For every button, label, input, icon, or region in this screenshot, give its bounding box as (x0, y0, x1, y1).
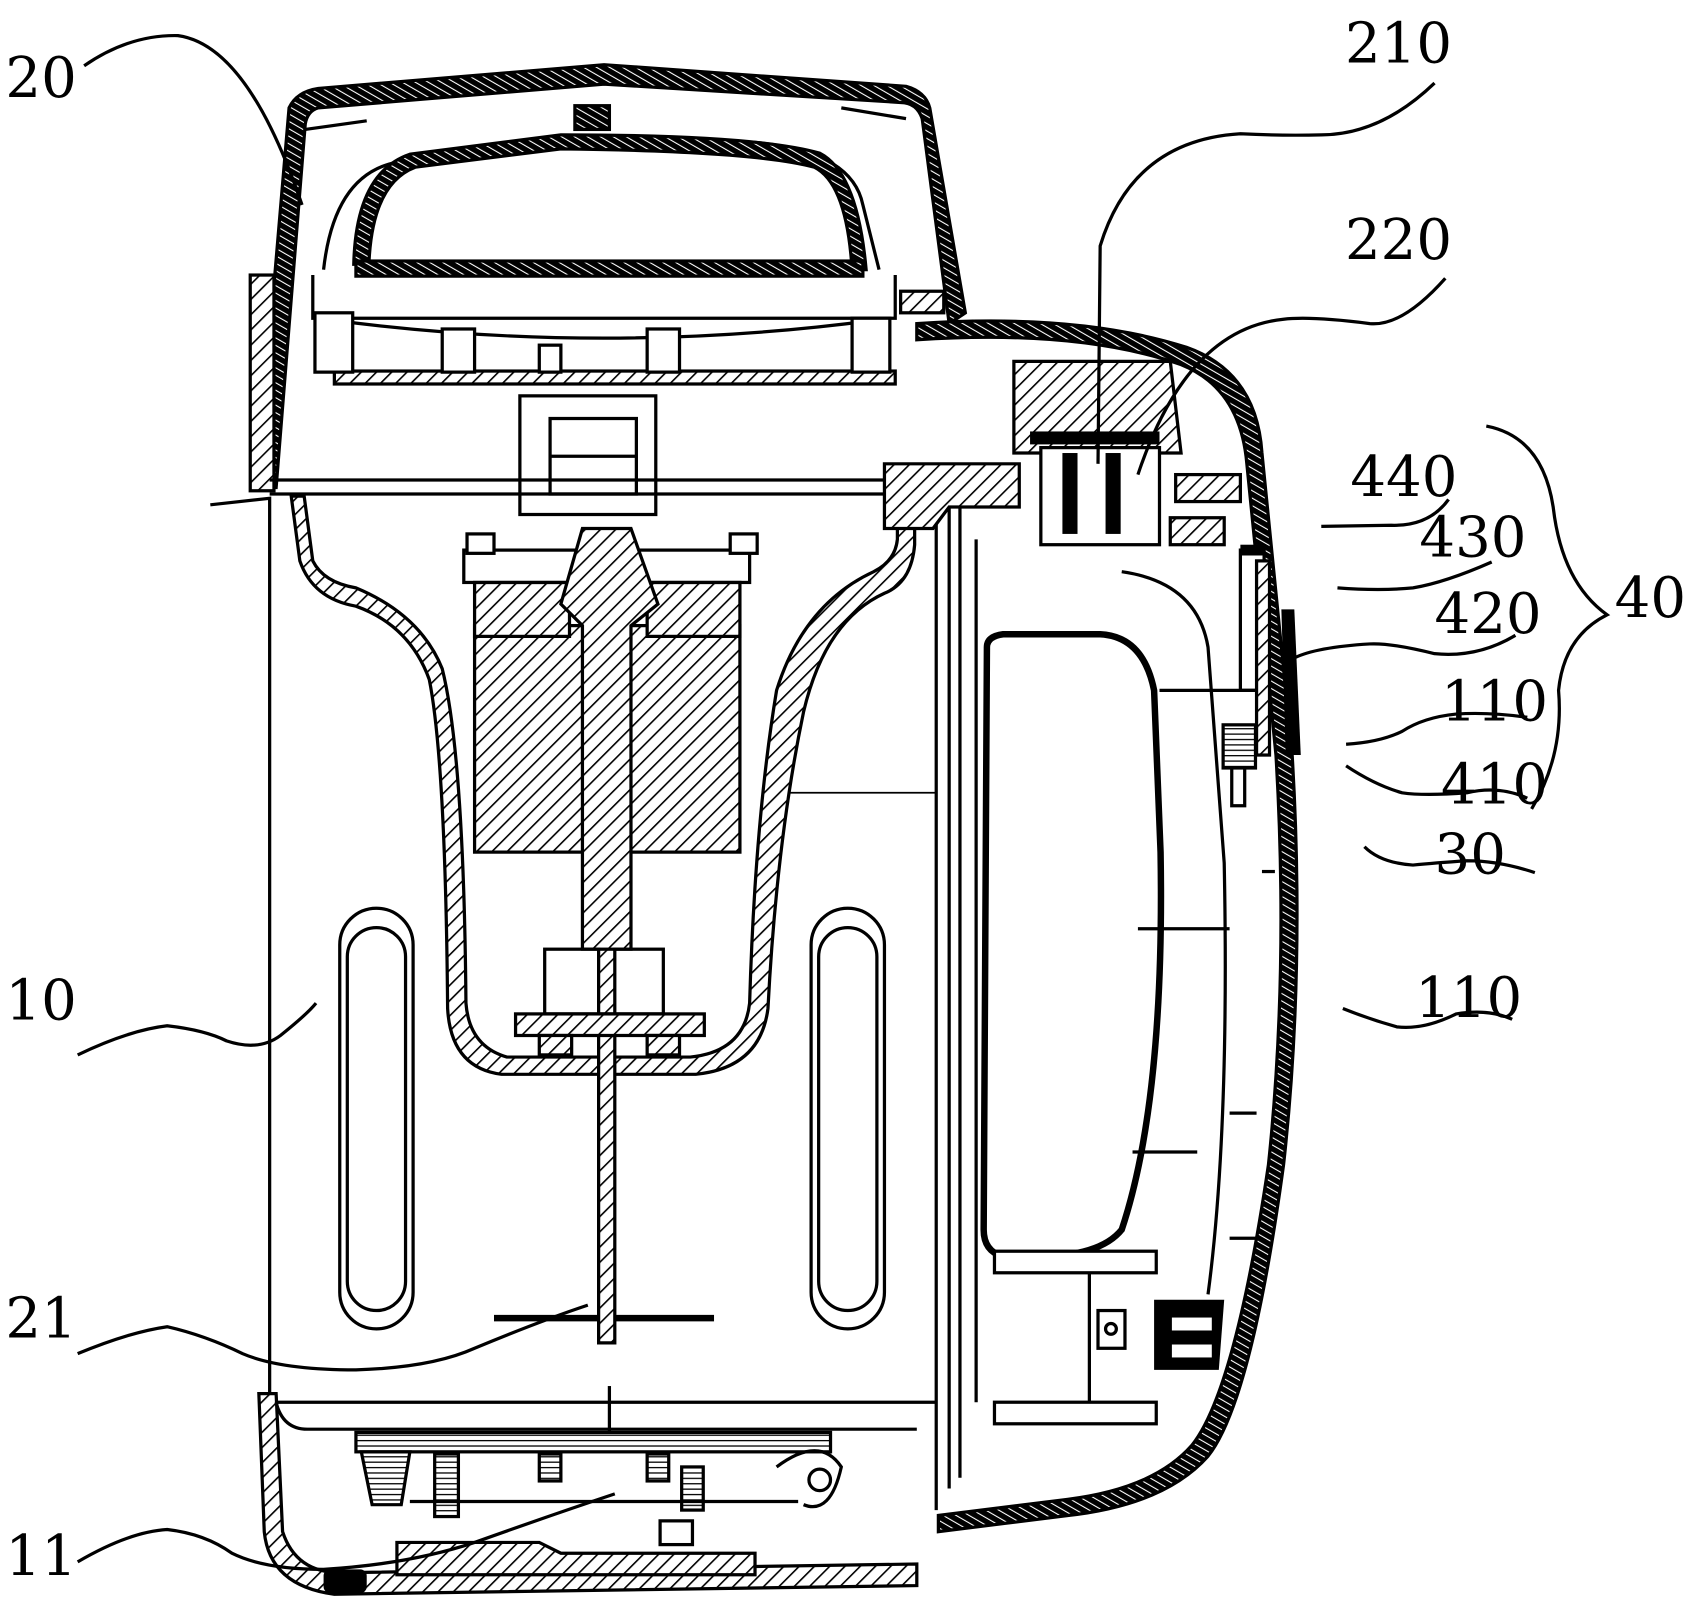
label-210: 210 (1345, 12, 1452, 77)
leader-11 (76, 1492, 616, 1572)
leader-lines (76, 33, 1611, 1572)
label-21: 21 (5, 1286, 76, 1351)
label-110a: 110 (1441, 670, 1548, 735)
base-11 (257, 1386, 919, 1596)
leader-440 (1321, 498, 1450, 528)
leader-21 (77, 1303, 589, 1372)
motor-21 (462, 526, 759, 1345)
label-30: 30 (1435, 823, 1506, 888)
leader-430 (1337, 560, 1493, 592)
label-11: 11 (5, 1524, 76, 1589)
label-440: 440 (1350, 445, 1457, 510)
leader-410 (1345, 764, 1528, 800)
label-40: 40 (1615, 566, 1686, 631)
handle-110 (915, 319, 1299, 1534)
label-10: 10 (5, 968, 76, 1033)
label-20: 20 (5, 46, 76, 111)
reference-labels: 20 210 220 440 430 420 40 110 410 30 110… (5, 12, 1686, 1589)
label-430: 430 (1419, 506, 1526, 571)
leader-420 (1293, 633, 1517, 660)
brace-40 (1485, 424, 1611, 810)
leader-10 (76, 1002, 318, 1057)
label-410: 410 (1441, 753, 1548, 818)
label-220: 220 (1345, 208, 1452, 273)
leader-220 (1136, 277, 1447, 476)
leader-110b (1342, 1007, 1513, 1029)
leader-20 (83, 33, 304, 206)
label-110b: 110 (1415, 966, 1522, 1031)
leader-210 (1096, 81, 1436, 464)
cup-body-10 (210, 478, 938, 1511)
leader-30 (1363, 845, 1536, 875)
head-20 (248, 63, 968, 493)
motor-housing-top (518, 394, 658, 517)
leader-110a (1345, 711, 1528, 746)
label-420: 420 (1435, 582, 1542, 647)
